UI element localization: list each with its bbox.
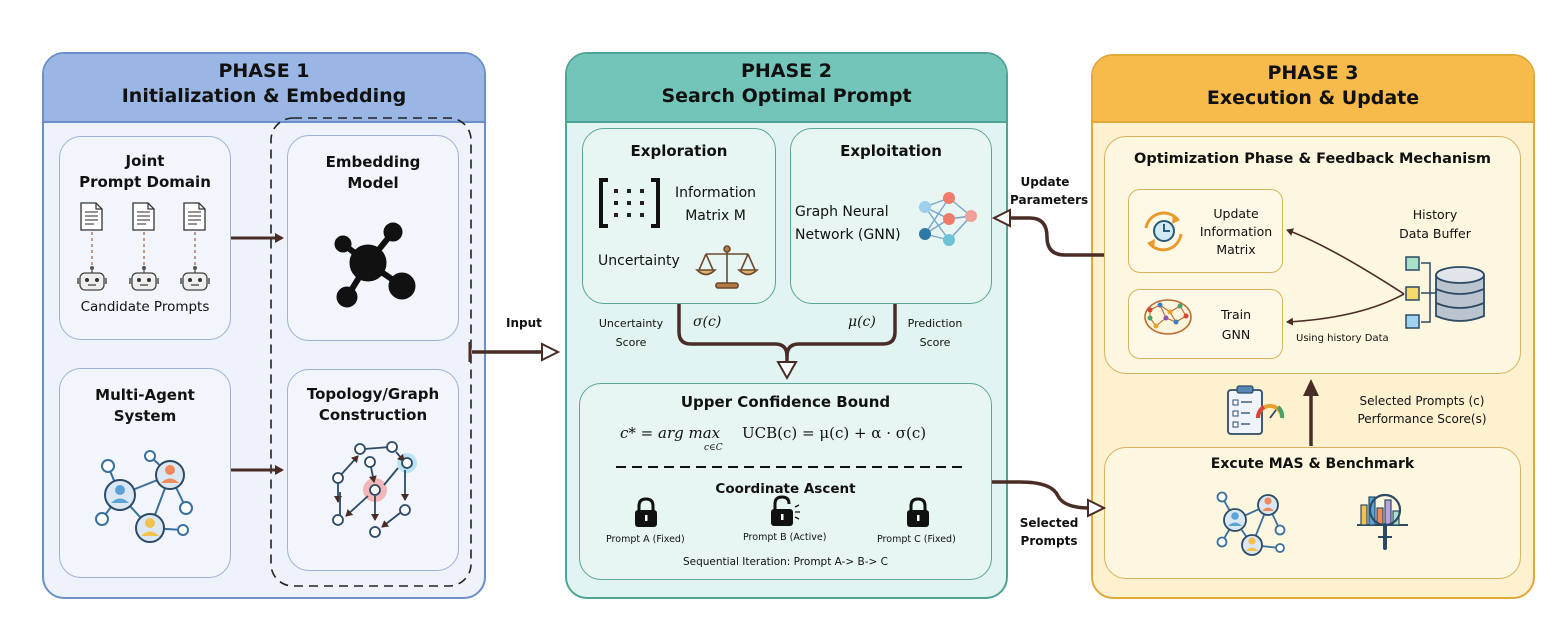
topology-line2: Construction	[318, 406, 428, 424]
mas-line2: System	[113, 407, 177, 425]
phase2-header: PHASE 2 Search Optimal Prompt	[567, 54, 1006, 123]
clipboard-chart-icon	[1227, 385, 1285, 435]
execute-mas-card: Excute MAS & Benchmark	[1104, 447, 1521, 579]
document-icon	[80, 202, 206, 231]
phase3-subtitle: Execution & Update	[1206, 87, 1420, 109]
mas-line1: Multi-Agent	[95, 386, 195, 404]
embedding-topology-group	[270, 117, 472, 587]
lock-icon	[635, 497, 657, 527]
prediction-score-line2: Score	[919, 336, 951, 349]
phase3-title: PHASE 3	[1267, 62, 1359, 84]
coordinate-ascent-title: Coordinate Ascent	[715, 481, 856, 497]
train-line1: Train	[1221, 307, 1251, 322]
using-history-label: Using history Data	[1296, 333, 1389, 344]
scales-icon	[695, 245, 759, 289]
embedding-network-icon	[334, 222, 416, 308]
gnn-icon	[919, 192, 977, 246]
uncertainty-label: Uncertainty	[598, 253, 680, 269]
gnn-line2: Network (GNN)	[795, 227, 901, 243]
joint-prompt-domain-card: Joint Prompt Domain Candidate Prompts	[59, 136, 231, 340]
lock-label-b: Prompt B (Active)	[743, 532, 827, 543]
ucb-formula-right: UCB(c) = μ(c) + α · σ(c)	[742, 424, 927, 442]
history-line1: History	[1412, 207, 1458, 222]
lock-icon	[907, 497, 929, 527]
ucb-formula-left: c* = arg max	[620, 424, 721, 442]
history-line2: Data Buffer	[1399, 226, 1471, 241]
uncertainty-score-line1: Uncertainty	[598, 317, 664, 330]
topology-line1: Topology/Graph	[306, 385, 440, 403]
prediction-score-line1: Prediction	[907, 317, 963, 330]
ucb-title: Upper Confidence Bound	[680, 393, 891, 411]
joint-domain-line2: Prompt Domain	[79, 173, 211, 191]
update-params-line2: Parameters	[1010, 193, 1089, 207]
lock-label-a: Prompt A (Fixed)	[606, 534, 685, 545]
matrix-line1: Information	[675, 185, 757, 201]
database-icon	[1405, 256, 1485, 329]
phase1-subtitle: Initialization & Embedding	[121, 85, 407, 107]
exploitation-title: Exploitation	[840, 142, 942, 160]
selected-prompts-line1: Selected Prompts (c)	[1359, 394, 1485, 408]
ucb-formula-sub: c∈C	[704, 443, 723, 453]
update-line1: Update	[1213, 206, 1259, 221]
gnn-line1: Graph Neural	[795, 204, 889, 220]
exploration-title: Exploration	[630, 142, 728, 160]
performance-score-line2: Performance Score(s)	[1357, 412, 1487, 426]
refresh-clock-icon	[1144, 211, 1183, 252]
phase1-title: PHASE 1	[218, 60, 310, 82]
selected-line1: Selected	[1019, 516, 1079, 530]
update-line3: Matrix	[1216, 242, 1256, 257]
unlocked-lock-icon	[771, 495, 800, 526]
phase2-subtitle: Search Optimal Prompt	[661, 85, 912, 107]
embedding-line2: Model	[347, 174, 399, 192]
joint-domain-line1: Joint	[125, 152, 165, 170]
topology-graph-icon	[332, 441, 417, 538]
sigma-label: σ(c)	[693, 314, 722, 330]
matrix-icon	[599, 178, 660, 228]
robot-icon	[77, 266, 210, 291]
ucb-card: Upper Confidence Bound c* = arg max c∈C …	[579, 383, 992, 580]
embedding-line1: Embedding	[325, 153, 421, 171]
lock-label-c: Prompt C (Fixed)	[877, 534, 956, 545]
phase2-title: PHASE 2	[740, 60, 833, 82]
candidate-prompts-label: Candidate Prompts	[80, 299, 210, 315]
train-line2: GNN	[1221, 327, 1251, 342]
phase1-header: PHASE 1 Initialization & Embedding	[44, 54, 484, 123]
embedding-model-card: Embedding Model	[287, 135, 459, 341]
brain-network-icon	[1144, 299, 1192, 335]
multi-agent-system-card: Multi-Agent System	[59, 368, 231, 578]
agent-network-icon	[95, 450, 193, 543]
exploitation-card: Exploitation Graph Neural Network (GNN)	[790, 128, 992, 304]
matrix-line2: Matrix M	[685, 208, 746, 224]
update-params-line1: Update	[1020, 175, 1070, 189]
agent-network-icon	[1216, 491, 1286, 556]
phase3-header: PHASE 3 Execution & Update	[1093, 56, 1533, 123]
input-label: Input	[506, 316, 542, 330]
update-line2: Information	[1199, 224, 1273, 239]
optimization-title: Optimization Phase & Feedback Mechanism	[1134, 151, 1491, 167]
sequential-iteration: Sequential Iteration: Prompt A-> B-> C	[682, 556, 889, 568]
execute-title: Excute MAS & Benchmark	[1210, 456, 1415, 472]
selected-line2: Prompts	[1020, 534, 1078, 548]
benchmark-magnifier-icon	[1357, 493, 1408, 550]
uncertainty-score-line2: Score	[615, 336, 647, 349]
mu-label: μ(c)	[848, 314, 876, 330]
